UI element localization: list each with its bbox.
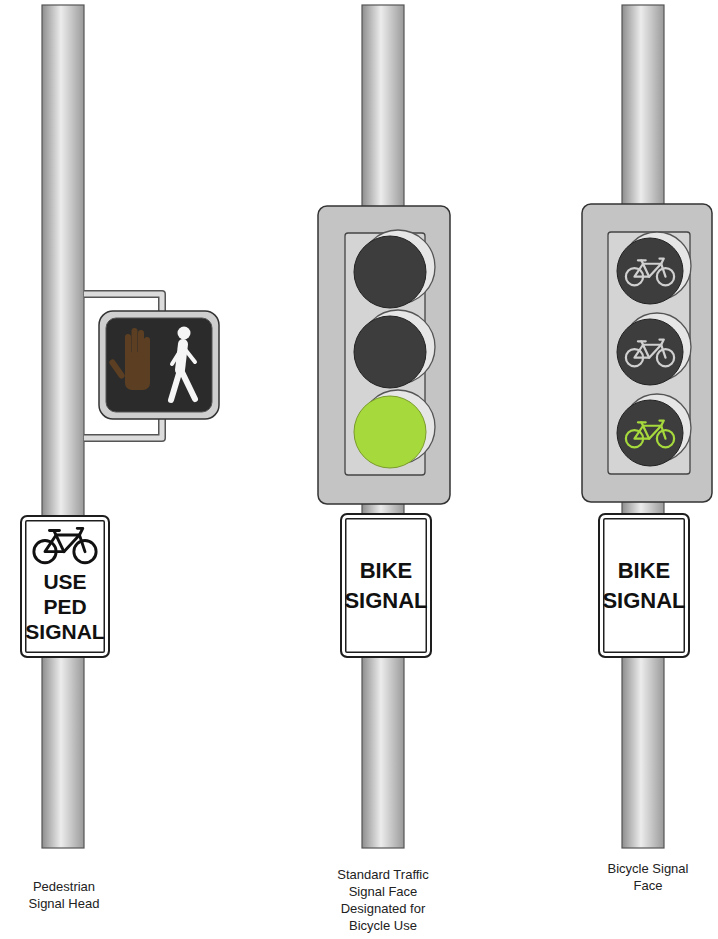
hand-symbol [108,328,150,390]
caption-label: Pedestrian Signal Head [18,878,110,912]
sign-panel: USE PED SIGNAL [20,515,110,658]
signal-pole [42,5,84,848]
walking-person-symbol [171,327,195,401]
bicycle-signal-face [582,204,712,502]
traffic-signal-face [318,206,450,504]
pedestrian-signal-head [99,311,219,419]
sign-panel: BIKE SIGNAL [598,513,690,658]
sign-panel: BIKE SIGNAL [340,513,432,658]
sign-text: USE PED SIGNAL [23,569,107,644]
sign-text: BIKE SIGNAL [601,556,687,616]
caption-label: Standard Traffic Signal Face Designated … [322,866,444,934]
caption-label: Bicycle Signal Face [602,860,694,894]
bicycle-symbol [34,528,96,562]
sign-text: BIKE SIGNAL [343,556,429,616]
